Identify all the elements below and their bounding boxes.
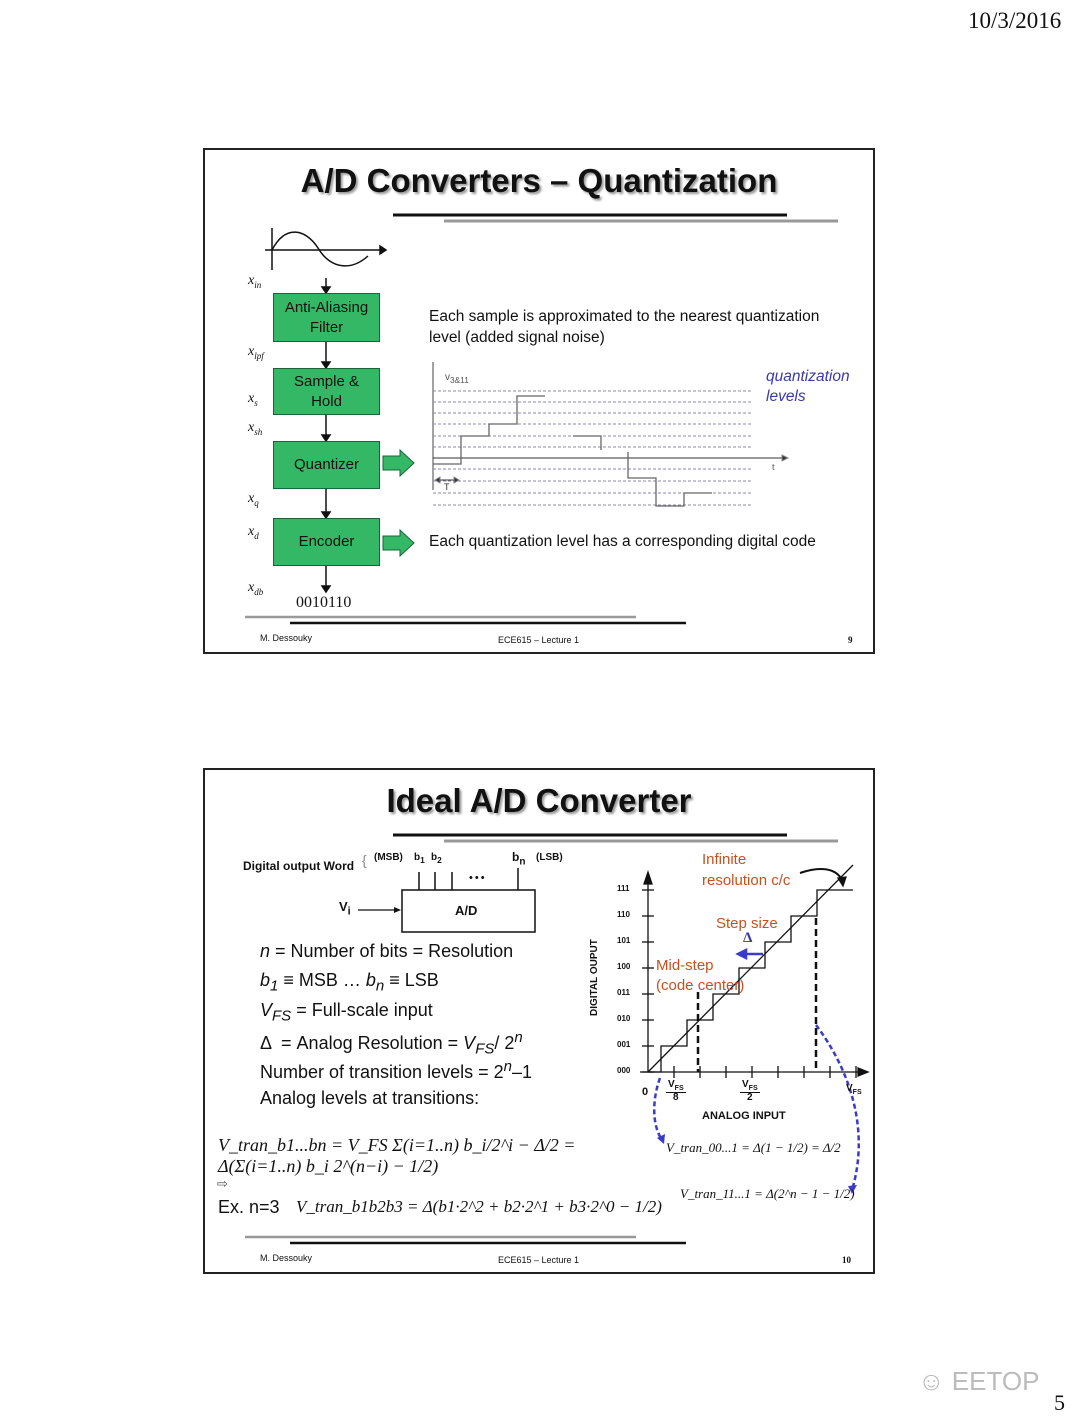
encoder-block: Encoder	[273, 518, 380, 566]
signal-label-xsh: xsh	[248, 420, 263, 437]
slide-quantization: A/D Converters – Quantization	[203, 148, 875, 654]
ellipsis: •••	[469, 872, 487, 884]
y-tick-label: 001	[617, 1040, 631, 1049]
x-axis-label: ANALOG INPUT	[702, 1110, 786, 1122]
infinite-resolution-label-1: Infinite	[702, 851, 747, 868]
input-arrow	[394, 907, 401, 913]
y-tick-label: 010	[617, 1014, 631, 1023]
slide-title: A/D Converters – Quantization	[300, 162, 778, 199]
graph-y-label: v3&11	[445, 372, 469, 385]
graph-period-label: T	[444, 482, 450, 492]
x-label-zero: 0	[642, 1086, 649, 1098]
step-size-arrow	[735, 947, 763, 961]
slide-title: Ideal A/D Converter	[386, 782, 692, 819]
transfer-chart	[640, 864, 870, 1078]
slide-ideal-ad-converter: Ideal A/D Converter	[203, 768, 875, 1274]
description-line-2: level (added signal noise)	[429, 329, 605, 346]
block-arrow-quantizer	[382, 448, 415, 478]
y-tick-label: 100	[617, 962, 631, 971]
msb-label: (MSB)	[374, 852, 403, 863]
infinite-resolution-pointer	[799, 867, 843, 881]
signal-label-xd: xd	[248, 524, 259, 541]
bit-b2-label: b2	[431, 852, 442, 865]
delta-label: Δ	[743, 930, 753, 946]
y-axis-label: DIGITAL OUPUT	[589, 939, 600, 1016]
formula-last-transition: V_tran_11...1 = Δ(2^n − 1 − 1/2)	[680, 1186, 855, 1201]
bit-bn-label: bn	[512, 850, 526, 868]
wechat-icon: ☺	[918, 1366, 952, 1396]
digital-output-word-label: Digital output Word	[243, 859, 355, 873]
x-label-vfs: VFS	[846, 1083, 862, 1096]
y-tick-label: 110	[617, 910, 630, 919]
footer-course: ECE615 – Lecture 1	[498, 635, 580, 645]
signal-label-xin: xin	[248, 273, 262, 290]
y-tick-label: 000	[617, 1066, 631, 1075]
definition-vfs: VFS = Full-scale input	[260, 1000, 433, 1025]
signal-label-xlpf: xlpf	[248, 344, 264, 361]
footer-page: 10	[842, 1255, 851, 1265]
signal-label-xs: xs	[248, 391, 258, 408]
footer-page: 9	[848, 635, 853, 645]
ad-block	[401, 889, 536, 933]
anti-aliasing-filter-block: Anti-Aliasing Filter	[273, 293, 380, 342]
definition-transition-levels: Number of transition levels = 2n–1	[260, 1058, 532, 1082]
signal-path-arrows	[320, 278, 332, 594]
quantization-graph	[432, 362, 790, 507]
title-underline	[393, 833, 838, 843]
transition-pointer-arrows	[652, 1024, 860, 1191]
formula-first-transition: V_tran_00...1 = Δ(1 − 1/2) = Δ/2	[666, 1140, 841, 1155]
page-date: 10/3/2016	[968, 8, 1062, 33]
quantization-levels-label-1: quantization	[766, 368, 850, 385]
definition-n: n = Number of bits = Resolution	[260, 941, 514, 961]
definition-delta: Δ = Analog Resolution = VFS/ 2n	[260, 1029, 523, 1058]
output-bit-lines	[418, 868, 519, 890]
formula-example: V_tran_b1b2b3 = Δ(b1·2^2 + b2·2^1 + b3·2…	[296, 1197, 662, 1216]
signal-label-xdb: xdb	[248, 580, 264, 597]
bullet-arrow-icon: ⇨	[217, 1176, 228, 1191]
watermark: ☺ EETOP	[918, 1366, 1040, 1396]
output-code: 0010110	[296, 594, 352, 611]
midstep-label-2: (code center)	[656, 977, 745, 994]
signal-label-xq: xq	[248, 491, 259, 508]
y-tick-label: 011	[617, 988, 630, 997]
footer-author: M. Dessouky	[260, 1253, 313, 1263]
graph-x-label: t	[772, 462, 775, 472]
formula-general: V_tran_b1...bn = V_FS Σ(i=1..n) b_i/2^i …	[218, 1135, 576, 1176]
definition-msb-lsb: b1 ≡ MSB … bn ≡ LSB	[260, 970, 439, 995]
midstep-label-1: Mid-step	[656, 957, 714, 974]
y-tick-label: 101	[617, 936, 631, 945]
title-underline	[393, 213, 838, 223]
footer-course: ECE615 – Lecture 1	[498, 1255, 580, 1265]
lsb-label: (LSB)	[536, 852, 563, 863]
sine-wave-icon	[265, 228, 388, 270]
infinite-resolution-label-2: resolution c/c	[702, 872, 791, 889]
footer-author: M. Dessouky	[260, 633, 313, 643]
ad-block-label: A/D	[455, 903, 478, 918]
footer-lines	[245, 615, 686, 1245]
description-line-1: Each sample is approximated to the neare…	[429, 308, 820, 325]
vi-label: Vi	[339, 899, 351, 918]
step-size-label: Step size	[716, 915, 778, 932]
quantizer-block: Quantizer	[273, 441, 380, 489]
definition-analog-levels: Analog levels at transitions:	[260, 1088, 480, 1108]
page-number: 5	[1054, 1390, 1065, 1415]
bit-b1-label: b1	[414, 852, 425, 865]
example-label: Ex. n=3	[218, 1197, 280, 1217]
y-tick-label: 111	[617, 884, 630, 893]
digital-code-description: Each quantization level has a correspond…	[429, 533, 816, 550]
block-arrow-encoder	[382, 528, 415, 558]
sample-hold-block: Sample & Hold	[273, 368, 380, 415]
quantization-levels-label-2: levels	[766, 388, 806, 405]
brace-icon: {	[362, 852, 367, 868]
